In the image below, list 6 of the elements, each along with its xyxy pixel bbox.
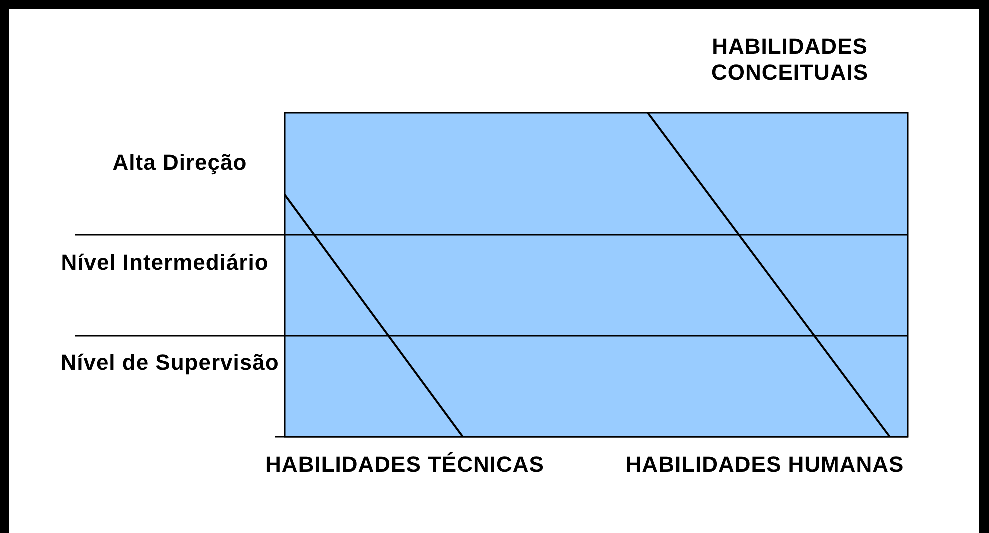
axis-label: HABILIDADES TÉCNICAS xyxy=(265,452,545,478)
level-label: Nível de Supervisão xyxy=(60,350,280,376)
level-label: Alta Direção xyxy=(112,150,248,176)
axis-label: HABILIDADES CONCEITUAIS xyxy=(710,34,870,86)
level-label: Nível Intermediário xyxy=(60,250,270,276)
axis-label: HABILIDADES HUMANAS xyxy=(625,452,905,478)
